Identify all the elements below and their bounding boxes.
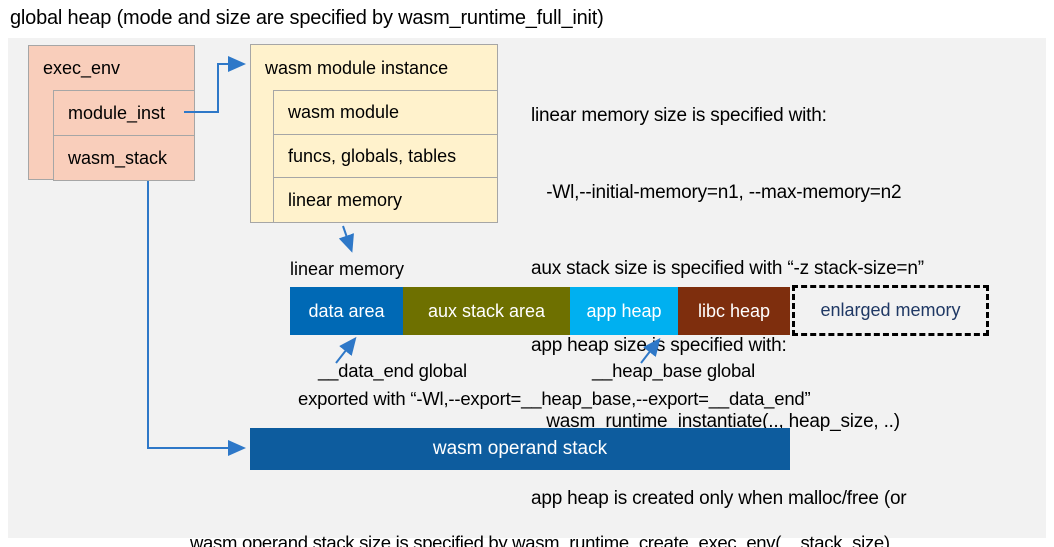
libc-heap-label: libc heap [697,300,771,321]
exec-env-title: exec_env [43,58,121,78]
wasm-stack-label: wasm_stack [68,147,168,168]
wasm-module-instance-box: wasm module instance wasm module funcs, … [250,44,498,223]
wasm-module-label: wasm module [288,102,400,122]
aux-stack-area-label: aux stack area [427,300,546,321]
operand-stack-notes: wasm operand stack size is specified by … [190,480,890,547]
enlarged-memory-box: enlarged memory [792,285,989,336]
note-line: app heap size is specified with: [531,334,787,356]
note-line: wasm_runtime_instantiate(.., heap_size, … [531,411,900,432]
memory-segment-libc-heap: libc heap [678,287,790,335]
exported-flags-annotation: exported with “-Wl,--export=__heap_base,… [298,388,811,409]
wasm-operand-stack-label: wasm operand stack [432,438,608,459]
data-end-global-annotation: __data_end global [318,360,467,381]
note-line: linear memory size is specified with: [531,105,827,126]
module-inst-label: module_inst [68,102,166,123]
wasm-module-instance-title: wasm module instance [265,57,449,78]
exec-env-field-module-inst: module_inst [53,90,195,136]
memory-segment-data-area: data area [290,287,403,335]
exec-env-field-wasm-stack: wasm_stack [53,135,195,181]
note-line: wasm operand stack size is specified by … [190,532,890,547]
module-field-funcs-globals-tables: funcs, globals, tables [273,134,498,178]
diagram-title: global heap (mode and size are specified… [10,7,604,29]
linear-memory-bar-label: linear memory [290,259,405,279]
memory-segment-app-heap: app heap [570,287,678,335]
note-line: -Wl,--initial-memory=n1, --max-memory=n2 [531,181,902,203]
memory-segment-aux-stack-area: aux stack area [403,287,570,335]
funcs-globals-tables-label: funcs, globals, tables [288,145,457,166]
linear-memory-field-label: linear memory [288,189,403,210]
heap-base-global-annotation: __heap_base global [592,360,756,381]
app-heap-label: app heap [586,300,662,321]
data-area-label: data area [308,300,385,321]
wasm-operand-stack-bar: wasm operand stack [250,428,790,470]
linear-memory-bar: data area aux stack area app heap libc h… [290,287,790,335]
enlarged-memory-label: enlarged memory [820,300,961,320]
note-line: aux stack size is specified with “-z sta… [531,258,924,279]
size-notes-block: linear memory size is specified with: -W… [531,52,1046,547]
module-field-wasm-module: wasm module [273,90,498,135]
exec-env-box: exec_env module_inst wasm_stack [28,45,195,181]
module-field-linear-memory: linear memory [273,177,498,223]
note-line: app heap is created only when malloc/fre… [531,487,907,509]
